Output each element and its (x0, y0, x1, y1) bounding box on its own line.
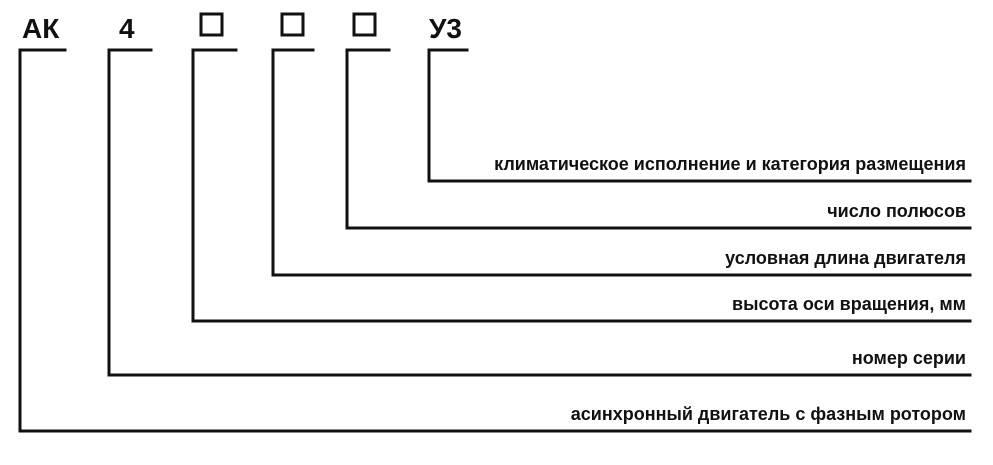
label-motor-type: асинхронный двигатель с фазным ротором (571, 404, 966, 424)
connector-motor-type (18, 48, 972, 433)
code-series-prefix: АК (22, 13, 60, 44)
code-suffix: У3 (429, 13, 462, 44)
code-placeholder-length (280, 12, 305, 37)
label-series: номер серии (852, 348, 966, 368)
code-placeholder-axis-height (199, 12, 224, 37)
label-length: условная длина двигателя (725, 248, 966, 268)
code-series-number: 4 (119, 13, 135, 44)
connector-poles (345, 48, 972, 230)
connector-series (107, 48, 972, 377)
connector-axis-height (191, 48, 972, 323)
label-axis-height: высота оси вращения, мм (732, 294, 966, 314)
label-poles: число полюсов (827, 201, 966, 221)
label-climatic: климатическое исполнение и категория раз… (494, 154, 966, 174)
connector-climatic (427, 48, 972, 183)
code-placeholder-poles (352, 12, 377, 37)
connector-length (271, 48, 972, 277)
